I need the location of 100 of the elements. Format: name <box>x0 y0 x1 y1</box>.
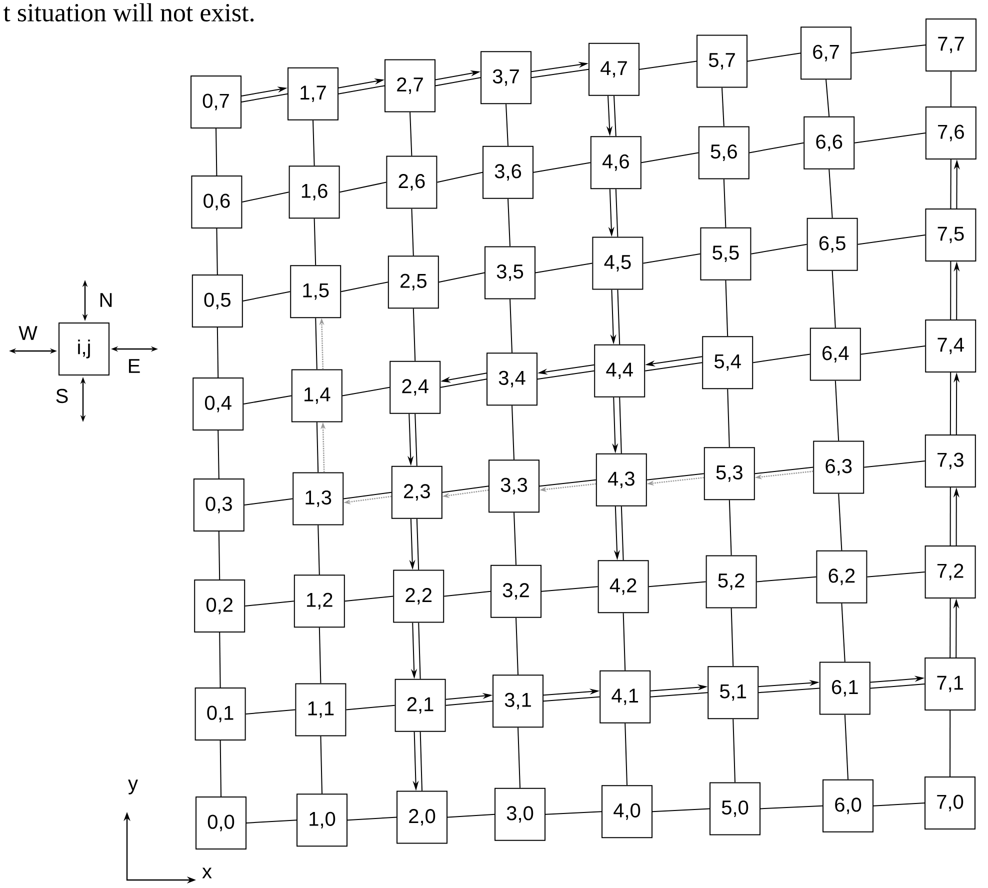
connector-line <box>242 291 291 302</box>
node-box: 2,5 <box>388 256 439 309</box>
node-box: i,j <box>58 322 110 376</box>
connector-line <box>414 413 418 466</box>
direction-label: S <box>56 388 68 404</box>
node-box: 5,3 <box>704 447 755 500</box>
connector-line <box>545 811 602 815</box>
connector-line <box>531 68 589 78</box>
node-box: 5,5 <box>700 227 752 280</box>
connector-line <box>617 289 620 345</box>
connector-line <box>760 805 823 810</box>
connector-line <box>752 354 810 364</box>
node-box: 7,2 <box>924 546 976 598</box>
node-box: 7,5 <box>925 208 976 262</box>
direction-label: W <box>18 326 38 340</box>
node-box: 0,7 <box>190 76 242 128</box>
connector-line <box>410 112 412 156</box>
connector-line <box>314 218 316 266</box>
node-box: 2,7 <box>384 59 436 112</box>
connector-line <box>624 722 628 786</box>
connector-line <box>316 422 319 473</box>
connector-line <box>539 479 596 487</box>
connector-line <box>411 208 414 256</box>
connector-line <box>728 500 732 556</box>
node-box: 2,0 <box>396 790 448 844</box>
connector-line <box>444 590 491 597</box>
axis-label: x <box>202 868 212 878</box>
connector-line <box>648 581 706 588</box>
connector-line <box>644 362 703 372</box>
node-box: 1,0 <box>296 794 348 847</box>
node-box: 5,2 <box>706 555 757 608</box>
connector-line <box>723 178 726 228</box>
connector-line <box>514 512 516 566</box>
node-box: 0,3 <box>193 478 244 532</box>
node-box: 1,7 <box>288 67 338 120</box>
connector-line <box>950 598 951 658</box>
connector-line <box>828 168 833 218</box>
connector-line <box>857 234 926 245</box>
node-box: 4,6 <box>590 136 642 190</box>
node-box: 5,0 <box>710 782 760 836</box>
node-box: 2,1 <box>394 678 446 732</box>
node-box: 5,6 <box>698 126 750 180</box>
axis-label: y <box>128 780 138 794</box>
node-box: 6,1 <box>819 662 870 715</box>
connector-line <box>242 192 290 202</box>
connector-line <box>615 188 618 238</box>
connector-line <box>241 93 288 102</box>
node-box: 3,7 <box>480 51 532 104</box>
connector-line <box>750 244 808 254</box>
connector-line <box>516 617 518 676</box>
node-box: 7,3 <box>924 434 976 488</box>
connector-line <box>826 79 830 117</box>
node-box: 3,2 <box>490 564 542 618</box>
node-box: 7,6 <box>925 106 976 160</box>
connector-line <box>838 493 842 551</box>
connector-line <box>950 710 951 777</box>
node-box: 1,6 <box>288 166 340 219</box>
connector-line <box>754 466 814 474</box>
node-box: 0,5 <box>192 274 243 328</box>
node-box: 1,3 <box>292 472 344 526</box>
connector-line <box>216 228 218 275</box>
connector-line <box>854 132 926 144</box>
connector-line <box>347 816 397 821</box>
connector-line <box>442 486 489 493</box>
node-box: 5,4 <box>702 336 754 390</box>
node-box: 3,1 <box>492 674 544 728</box>
node-box: 3,4 <box>486 352 538 406</box>
note-text: t situation will not exist. <box>3 3 254 22</box>
connector-line <box>640 152 699 164</box>
connector-line <box>246 820 297 824</box>
node-box: 4,3 <box>596 453 647 506</box>
node-box: 2,2 <box>393 570 444 623</box>
node-box: 5,1 <box>708 666 759 720</box>
connector-line <box>620 506 624 561</box>
connector-line <box>642 253 701 264</box>
node-box: 7,0 <box>924 776 976 830</box>
connector-line <box>533 162 591 173</box>
connector-line <box>216 128 218 176</box>
node-box: 4,4 <box>594 344 646 398</box>
connector-line <box>340 282 388 292</box>
connector-line <box>436 172 483 183</box>
connector-line <box>834 380 840 442</box>
node-box: 4,0 <box>602 785 652 838</box>
connector-line <box>730 608 734 667</box>
connector-line <box>841 602 846 662</box>
node-box: 5,7 <box>696 34 748 88</box>
connector-line <box>722 87 724 127</box>
node-box: 1,1 <box>295 683 346 736</box>
connector-line <box>342 386 390 396</box>
direction-label: N <box>100 293 112 307</box>
connector-line <box>950 159 952 209</box>
connector-line <box>732 718 736 783</box>
connector-line <box>727 388 730 448</box>
connector-line <box>420 731 422 792</box>
connector-line <box>614 95 616 137</box>
connector-line <box>216 327 219 378</box>
connector-line <box>218 531 220 580</box>
node-box: 7,7 <box>926 18 976 72</box>
connector-line <box>747 52 801 62</box>
connector-line <box>244 498 294 506</box>
